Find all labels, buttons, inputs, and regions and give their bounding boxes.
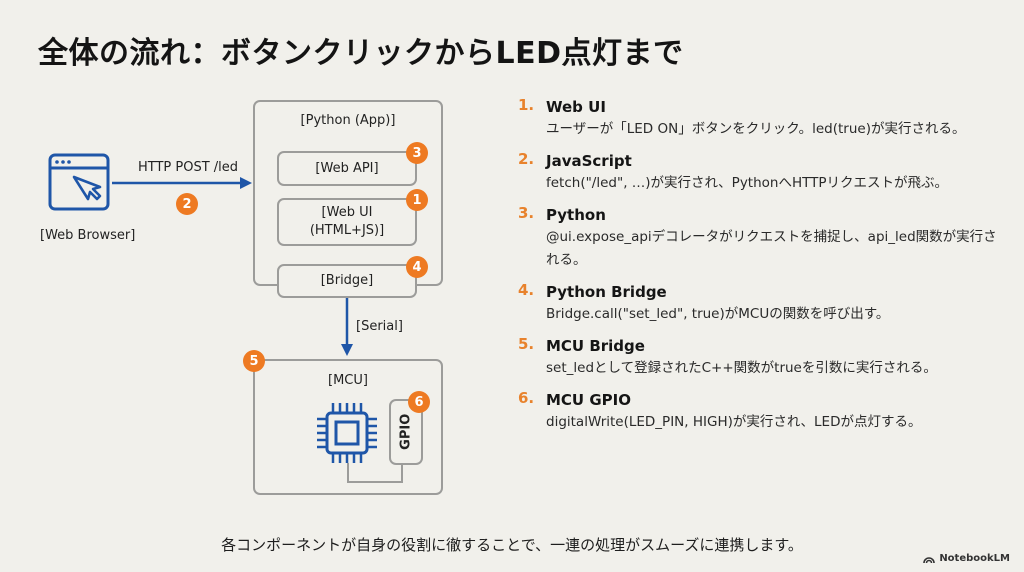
step-number: 1.	[518, 96, 535, 114]
step-description: @ui.expose_apiデコレータがリクエストを捕捉し、api_led関数が…	[546, 229, 997, 268]
web-ui-label: [Web UI	[321, 205, 373, 221]
step-number: 3.	[518, 204, 535, 222]
step-description: Bridge.call("set_led", true)がMCUの関数を呼び出す…	[546, 306, 890, 322]
web-ui-box: [Web UI (HTML+JS)]	[277, 198, 417, 246]
step-title: Python	[546, 206, 606, 224]
step-badge-3: 3	[406, 142, 428, 164]
step-item: 1. Web UI ユーザーが「LED ON」ボタンをクリック。led(true…	[518, 96, 998, 141]
step-item: 2. JavaScript fetch("/led", …)が実行され、Pyth…	[518, 150, 998, 195]
step-title: Python Bridge	[546, 283, 667, 301]
chip-gpio-connector	[347, 463, 403, 483]
step-item: 6. MCU GPIO digitalWrite(LED_PIN, HIGH)が…	[518, 389, 998, 434]
page-title: 全体の流れ：ボタンクリックからLED点灯まで	[38, 36, 684, 71]
web-ui-sublabel: (HTML+JS)]	[309, 223, 385, 238]
step-badge-1: 1	[406, 189, 428, 211]
step-item: 4. Python Bridge Bridge.call("set_led", …	[518, 281, 998, 326]
browser-label: [Web Browser]	[40, 228, 136, 243]
brand-name: NotebookLM	[939, 553, 1010, 564]
browser-cursor-icon	[48, 153, 110, 211]
bridge-label: [Bridge]	[320, 273, 374, 289]
step-description: set_ledとして登録されたC++関数がtrueを引数に実行される。	[546, 360, 937, 376]
step-description: digitalWrite(LED_PIN, HIGH)が実行され、LEDが点灯す…	[546, 414, 922, 430]
web-api-box: [Web API]	[277, 151, 417, 186]
bridge-box: [Bridge]	[277, 264, 417, 298]
architecture-diagram: [Web Browser] HTTP POST /led 2 [Python (…	[0, 0, 500, 520]
step-description: ユーザーが「LED ON」ボタンをクリック。led(true)が実行される。	[546, 121, 966, 137]
step-badge-5: 5	[243, 350, 265, 372]
chip-icon	[317, 403, 377, 463]
http-arrow	[112, 177, 252, 189]
brand-watermark: NotebookLM	[923, 553, 1010, 564]
http-arrow-label: HTTP POST /led	[138, 160, 239, 175]
web-api-label: [Web API]	[315, 160, 379, 176]
serial-arrow	[341, 298, 353, 356]
step-title: MCU GPIO	[546, 391, 631, 409]
notebooklm-logo-icon	[923, 557, 936, 563]
mcu-label: [MCU]	[328, 373, 368, 388]
step-number: 4.	[518, 281, 535, 299]
step-title: MCU Bridge	[546, 337, 645, 355]
step-list: 1. Web UI ユーザーが「LED ON」ボタンをクリック。led(true…	[518, 96, 998, 443]
step-item: 5. MCU Bridge set_ledとして登録されたC++関数がtrueを…	[518, 335, 998, 380]
step-number: 6.	[518, 389, 535, 407]
step-number: 5.	[518, 335, 535, 353]
summary-footer: 各コンポーネントが自身の役割に徹することで、一連の処理がスムーズに連携します。	[221, 536, 803, 554]
gpio-label: GPIO	[398, 413, 414, 451]
step-title: JavaScript	[546, 152, 632, 170]
step-title: Web UI	[546, 98, 606, 116]
step-description: fetch("/led", …)が実行され、PythonへHTTPリクエストが飛…	[546, 175, 949, 191]
step-item: 3. Python @ui.expose_apiデコレータがリクエストを捕捉し、…	[518, 204, 998, 272]
step-badge-2: 2	[176, 193, 198, 215]
step-badge-4: 4	[406, 256, 428, 278]
python-app-label: [Python (App)]	[300, 113, 396, 128]
serial-label: [Serial]	[356, 319, 403, 334]
step-badge-6: 6	[408, 391, 430, 413]
step-number: 2.	[518, 150, 535, 168]
